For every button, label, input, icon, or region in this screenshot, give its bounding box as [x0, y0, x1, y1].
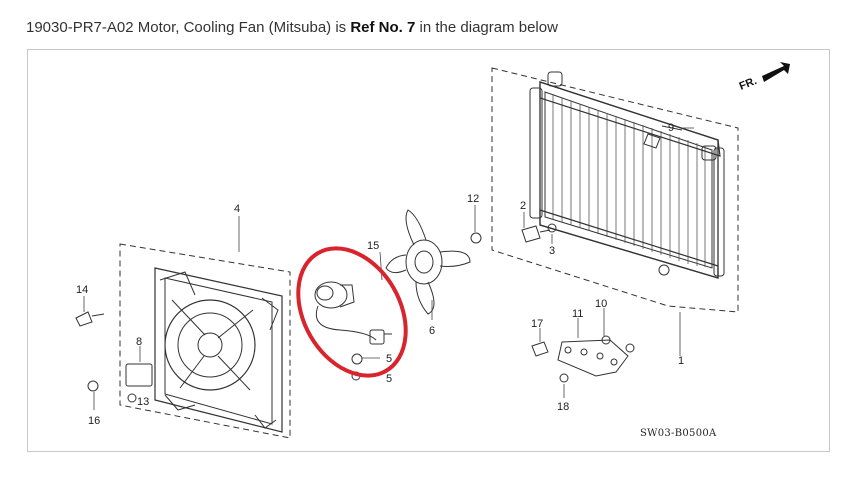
callout-10: 10 [595, 298, 607, 310]
callout-14: 14 [76, 284, 88, 296]
callout-16: 16 [88, 415, 100, 427]
part-description: Motor, Cooling Fan (Mitsuba) is [137, 19, 347, 36]
callout-17: 17 [531, 318, 543, 330]
diagram-code: SW03-B0500A [640, 428, 717, 439]
callout-3: 3 [549, 245, 555, 257]
caption-suffix: in the diagram below [419, 19, 558, 36]
callout-18: 18 [557, 401, 569, 413]
callout-1: 1 [678, 355, 684, 367]
callout-labels: 1 2 3 4 5 5 6 8 9 10 11 12 13 14 15 16 1… [76, 122, 684, 427]
callout-11: 11 [572, 308, 583, 320]
callout-15: 15 [367, 240, 379, 252]
fan-shroud [119, 243, 291, 439]
radiator [491, 67, 739, 313]
callout-13: 13 [137, 396, 149, 408]
callout-9: 9 [668, 122, 674, 134]
callout-4: 4 [234, 203, 240, 215]
front-direction-arrow: FR. [738, 62, 790, 93]
fan-motor [314, 281, 392, 345]
callout-12: 12 [467, 193, 479, 205]
callout-8: 8 [136, 336, 142, 348]
callout-2: 2 [520, 200, 526, 212]
callout-5b: 5 [386, 373, 392, 385]
callout-5a: 5 [386, 353, 392, 365]
direction-label: FR. [738, 75, 759, 93]
ref-number: Ref No. 7 [350, 19, 416, 36]
small-parts [75, 223, 635, 403]
part-number: 19030-PR7-A02 [26, 19, 134, 36]
page-caption: 19030-PR7-A02 Motor, Cooling Fan (Mitsub… [26, 19, 558, 36]
highlight-ring [296, 246, 408, 378]
fan-blade [385, 209, 471, 315]
leader-lines [83, 127, 694, 410]
callout-6: 6 [429, 325, 435, 337]
